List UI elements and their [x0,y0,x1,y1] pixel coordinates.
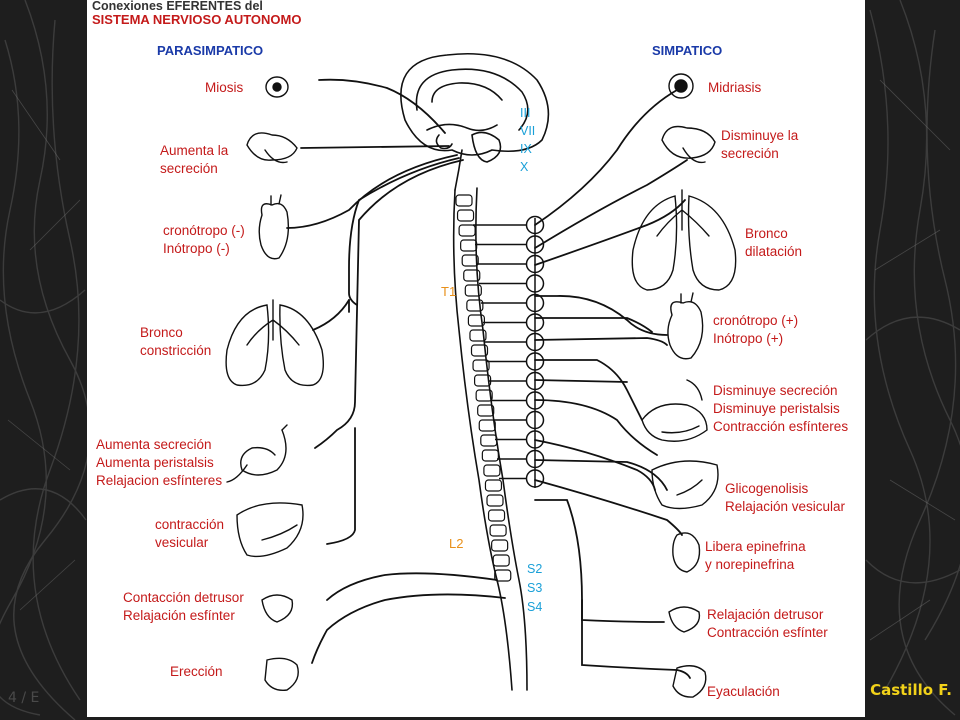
salivary-left-drawing [246,132,298,164]
para-label-heart: cronótropo (-)Inótropo (-) [163,223,245,256]
level-L2: L2 [449,536,464,551]
sympathetic-title: SIMPATICO [652,43,723,58]
para-label-miosis: Miosis [205,80,244,95]
author-credit: Castillo F. [870,681,952,699]
lungs-left-drawing [225,299,325,387]
bladder-left-drawing [261,594,294,623]
autonomic-diagram [225,52,737,698]
liver-left-drawing [236,502,304,558]
cranial-nerve-X: X [520,160,529,174]
intestine-right-drawing [641,379,708,442]
kidney-right-drawing [672,532,701,573]
cranial-nerve-III: III [520,106,531,120]
diagram-panel [87,0,865,717]
cranial-nerve-IX: IX [520,142,532,156]
header-line-1: Conexiones EFERENTES del [92,0,263,13]
salivary-right-drawing [661,125,716,164]
sacral-nerve-S3: S3 [527,581,543,595]
symp-label-ejaculation: Eyaculación [707,684,780,699]
sacral-nerve-S2: S2 [527,562,543,576]
eye-left-drawing [265,76,289,98]
sacral-nerve-S4: S4 [527,600,543,614]
lungs-right-drawing [631,189,737,291]
bladder-right-drawing [668,606,701,633]
genitals-left-drawing [264,657,299,691]
brain-drawing [400,52,550,191]
eye-right-drawing [668,73,694,99]
heart-left-drawing [258,194,290,260]
corner-mark: 4 / E [8,690,40,706]
para-label-erection: Erección [170,664,223,679]
symp-label-mydriasis: Midriasis [708,80,762,95]
cranial-nerve-VII: VII [520,124,536,138]
parasympathetic-title: PARASIMPATICO [157,43,264,58]
symp-label-heart: cronótropo (+)Inótropo (+) [713,313,799,346]
genitals-right-drawing [672,665,707,698]
level-T1: T1 [441,284,457,299]
heart-right-drawing [667,292,704,360]
spinal-cord-drawing [452,187,528,691]
header-line-2: SISTEMA NERVIOSO AUTONOMO [92,12,302,27]
intestine-left-drawing [226,424,288,483]
liver-right-drawing [651,460,719,510]
